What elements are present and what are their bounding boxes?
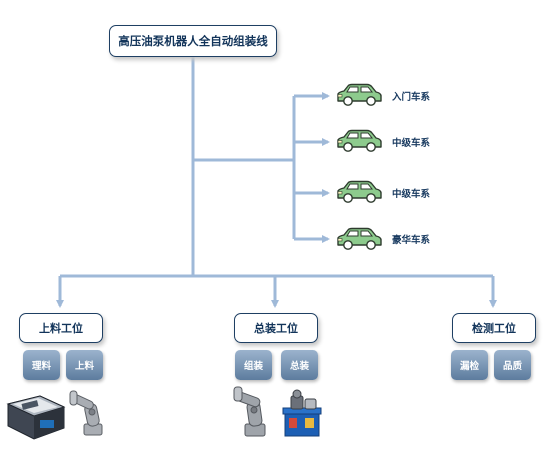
sub-step-box: 漏检	[451, 350, 488, 380]
station-box-inspection: 检测工位	[452, 313, 536, 343]
car-series-label: 中级车系	[392, 138, 431, 149]
metering-machine-icon	[6, 395, 66, 440]
robot-arm-icon	[233, 386, 266, 437]
robot-arm-icon	[69, 390, 103, 436]
car-series-label: 豪华车系	[392, 235, 431, 246]
station-box-loading: 上料工位	[19, 313, 103, 343]
car-series-label: 入门车系	[392, 92, 431, 103]
car-icon	[337, 180, 382, 203]
car-icon	[337, 83, 382, 106]
sub-step-box: 品质	[494, 350, 531, 380]
sub-step-box: 组装	[235, 350, 272, 380]
hydraulic-pump-icon	[282, 389, 322, 437]
car-icon	[337, 129, 382, 152]
car-series-label: 中级车系	[392, 189, 431, 200]
car-icon	[337, 227, 382, 250]
root-process-box: 高压油泵机器人全自动组装线	[109, 25, 277, 57]
sub-step-box: 上料	[66, 350, 103, 380]
sub-step-box: 总装	[281, 350, 318, 380]
sub-step-box: 理料	[23, 350, 60, 380]
station-box-assembly: 总装工位	[234, 313, 318, 343]
